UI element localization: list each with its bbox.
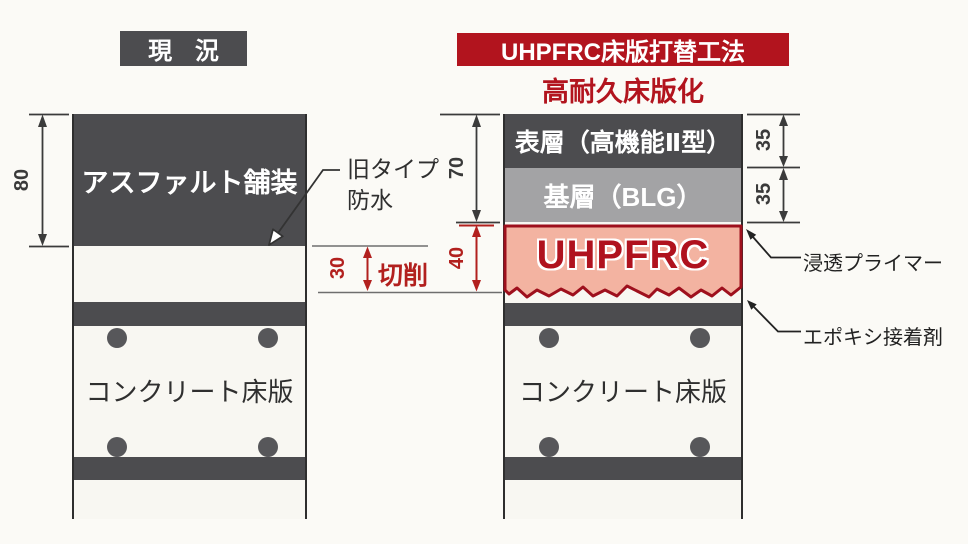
primer-leader-arrow bbox=[746, 229, 801, 259]
asphalt-label: アスファルト舗装 bbox=[81, 167, 298, 198]
uhpfrc-method-banner: UHPFRC床版打替工法 bbox=[457, 33, 789, 66]
uhpfrc-deck-column: 表層（高機能Ⅱ型） 基層（BLG） コンクリート床版 bbox=[503, 114, 743, 519]
asphalt-layer: アスファルト舗装 bbox=[74, 114, 305, 246]
concrete-deck-label: コンクリート床版 bbox=[85, 377, 294, 407]
waterproof-annotation-line2: 防水 bbox=[347, 187, 393, 213]
rebar-dot bbox=[258, 437, 278, 457]
dim-80-value: 80 bbox=[10, 168, 33, 192]
rebar-dot bbox=[258, 328, 278, 348]
base-course-label: 基層（BLG） bbox=[543, 181, 703, 212]
deck-top-cover-band bbox=[505, 303, 741, 326]
surface-course-label: 表層（高機能Ⅱ型） bbox=[514, 129, 732, 157]
dim-35-base-value: 35 bbox=[752, 182, 775, 206]
waterproof-annotation: 旧タイプ 防水 bbox=[347, 154, 439, 216]
concrete-deck-area: コンクリート床版 bbox=[505, 326, 741, 455]
deck-bottom-cover-band bbox=[74, 457, 305, 480]
dim-35-surface-value: 35 bbox=[752, 128, 775, 152]
base-course-layer: 基層（BLG） bbox=[505, 168, 741, 222]
concrete-deck-label: コンクリート床版 bbox=[518, 377, 727, 407]
rebar-dot bbox=[107, 328, 127, 348]
epoxy-annotation: エポキシ接着剤 bbox=[803, 327, 943, 349]
rebar-dot bbox=[539, 437, 559, 457]
dim-40-value: 40 bbox=[445, 246, 468, 270]
rebar-dot bbox=[690, 328, 710, 348]
current-deck-column: アスファルト舗装 コンクリート床版 bbox=[72, 114, 307, 519]
dim-30-value: 30 bbox=[326, 256, 349, 280]
dim-80-arrow bbox=[29, 113, 69, 248]
dim-30-arrow bbox=[363, 246, 372, 291]
rebar-dot bbox=[539, 328, 559, 348]
uhpfrc-layer-label: UHPFRC bbox=[536, 233, 710, 277]
deck-bottom-cover-band bbox=[505, 457, 741, 480]
milled-band bbox=[74, 246, 305, 302]
surface-course-layer: 表層（高機能Ⅱ型） bbox=[505, 114, 741, 168]
concrete-deck-area: コンクリート床版 bbox=[74, 326, 305, 455]
current-condition-title: 現 況 bbox=[120, 31, 247, 66]
rebar-dot bbox=[690, 437, 710, 457]
epoxy-leader-arrow bbox=[747, 300, 801, 333]
rebar-dot bbox=[107, 437, 127, 457]
deck-top-cover-band bbox=[74, 302, 305, 326]
milling-label: 切削 bbox=[378, 262, 429, 290]
dim-70-value: 70 bbox=[445, 156, 468, 180]
primer-annotation: 浸透プライマー bbox=[803, 253, 943, 275]
waterproof-annotation-line1: 旧タイプ bbox=[347, 156, 439, 182]
high-durability-subtitle: 高耐久床版化 bbox=[542, 77, 704, 107]
